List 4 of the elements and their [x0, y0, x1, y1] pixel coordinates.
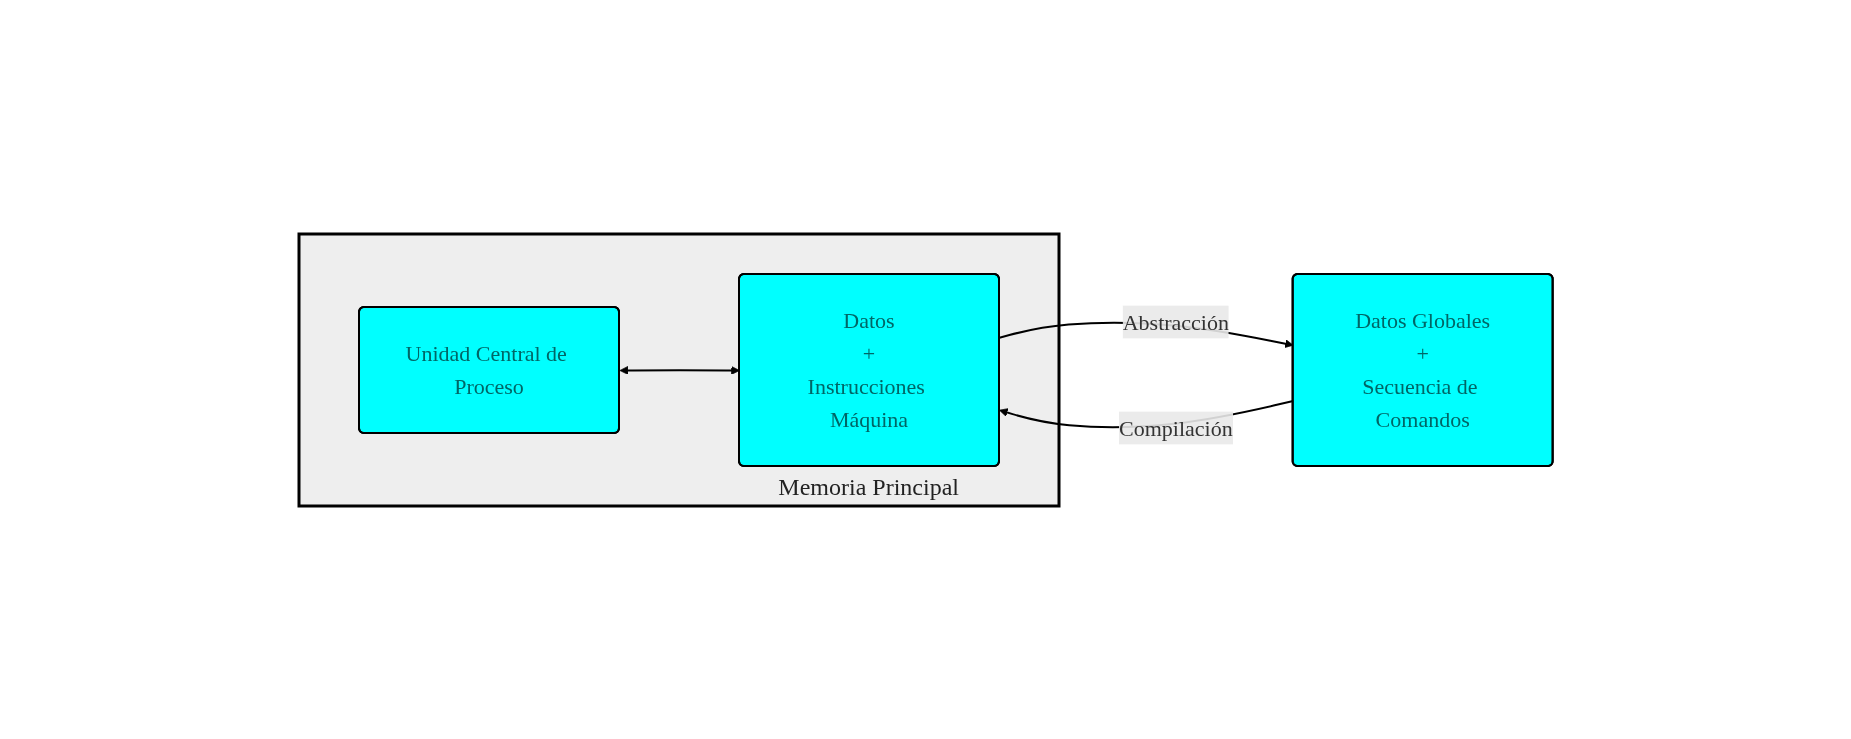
- cluster: [297, 232, 1061, 507]
- edge-label: Compilación: [1118, 415, 1233, 440]
- edge-label: Abstracción: [1122, 309, 1229, 334]
- node-caption: Memoria Principal: [778, 473, 959, 501]
